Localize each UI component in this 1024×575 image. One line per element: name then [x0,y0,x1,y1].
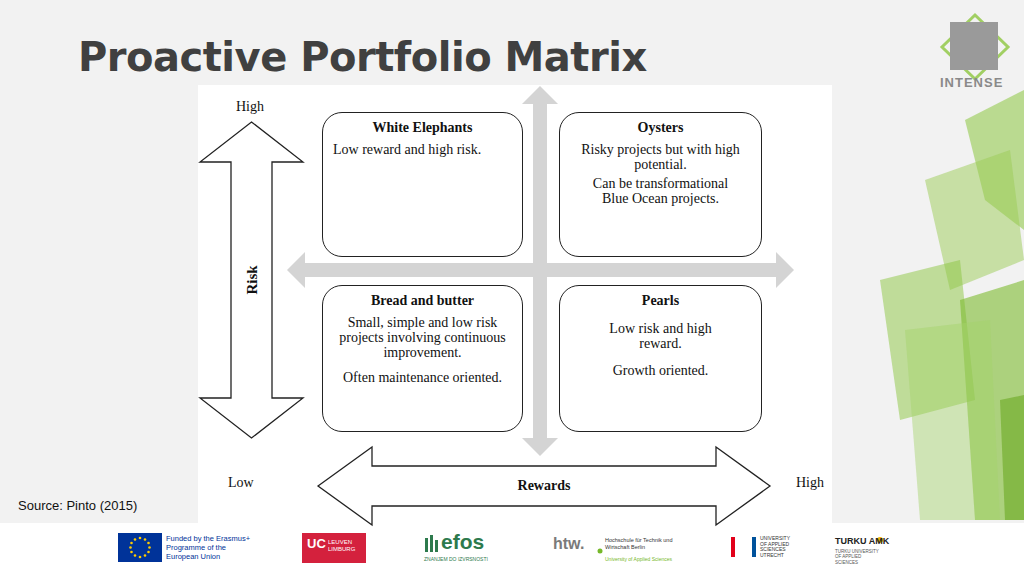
box-heading: Pearls [570,293,751,309]
box-heading: Oysters [570,120,751,136]
axis-end-label: High [236,99,264,115]
quadrant-box: PearlsLow risk and high reward. Growth or… [559,285,762,432]
logo-text: efos [441,530,484,554]
logo-text: Hochschule für Technik und Wirtschaft Be… [605,537,677,551]
box-text: Can be transformational Blue Ocean proje… [570,176,751,206]
box-text: Small, simple and low risk projects invo… [333,315,512,360]
box-text: Risky projects but with high potential. [570,142,751,172]
box-heading: Bread and butter [333,293,512,309]
quadrant-box: OystersRisky projects but with high pote… [559,112,762,257]
logo-text: TURKU AMK [835,536,889,546]
axis-arrow: Rewards [318,447,770,525]
logo-text: INTENSE [940,75,1003,90]
axis-label: Rewards [318,476,770,496]
axis-end-label: Low [228,475,254,491]
logo-text: TURKU UNIVERSITY OF APPLIED SCIENCES [835,549,885,565]
axis-arrow: Risk [200,122,303,438]
box-text: Growth oriented. [570,363,751,378]
quadrant-box: Bread and butterSmall, simple and low ri… [322,285,523,432]
box-text: Low reward and high risk. [333,142,512,157]
logo-text: UNIVERSITY OF APPLIED SCIENCES UTRECHT [760,536,792,558]
axis-label: Risk [242,240,262,320]
logo-text: ZNANJEM DO IZVRSNOSTI [424,556,488,562]
logo-text: University of Applied Sciences [605,556,672,562]
logo-text: htw. [553,535,584,553]
funding-note: Funded by the Erasmus+ Programme of the … [166,534,252,561]
logo-text: LEUVEN LIMBURG [328,539,364,553]
slide-title: Proactive Portfolio Matrix [78,34,647,80]
box-text: Often maintenance oriented. [333,370,512,385]
axis-end-label: High [796,475,824,491]
source-note: Source: Pinto (2015) [18,498,137,513]
quadrant-box: White ElephantsLow reward and high risk. [322,112,523,257]
box-heading: White Elephants [333,120,512,136]
logo-text: UC [307,536,326,551]
box-text: Low risk and high reward. [570,321,751,351]
